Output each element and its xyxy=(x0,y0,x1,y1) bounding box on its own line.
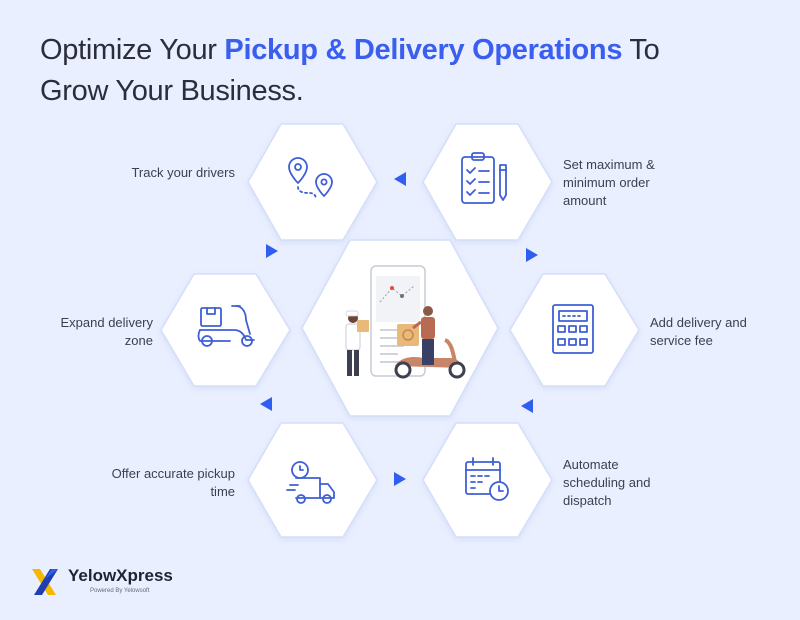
feature-fee-line-1: Add delivery and xyxy=(650,315,747,330)
yelowxpress-logo xyxy=(32,569,58,595)
feature-auto-line-1: Automate xyxy=(563,457,619,472)
feature-order-line-2: minimum order xyxy=(563,175,650,190)
feature-zone-line-2: zone xyxy=(124,333,153,348)
feature-auto-line-3: dispatch xyxy=(563,493,612,508)
arrow-right-tr xyxy=(526,248,538,262)
page-title: Optimize Your Pickup & Delivery Operatio… xyxy=(40,30,740,112)
feature-order-line-3: amount xyxy=(563,193,607,208)
brand-name: YelowXpress xyxy=(68,566,173,585)
feature-order-amount: Set maximum & minimum order amount xyxy=(563,156,703,210)
feature-pickup-line-1: Offer accurate pickup xyxy=(111,466,235,481)
title-highlight: Pickup & Delivery Operations xyxy=(224,34,623,66)
arrow-left-br xyxy=(521,399,533,413)
arrow-right-bottom xyxy=(394,472,406,486)
brand-tagline: Powered By Yelowsoft xyxy=(90,588,150,594)
arrow-right-tl xyxy=(266,244,278,258)
hex-fee xyxy=(509,273,640,387)
hex-track xyxy=(247,123,378,241)
calculator-icon xyxy=(552,304,594,354)
feature-fee-line-2: service fee xyxy=(650,333,713,348)
feature-track-drivers: Track your drivers xyxy=(95,164,235,182)
feature-zone-line-1: Expand delivery xyxy=(60,315,154,330)
feature-auto-line-2: scheduling and xyxy=(563,475,651,490)
feature-track-text: Track your drivers xyxy=(131,165,235,180)
hex-pickup xyxy=(247,422,378,538)
feature-pickup-time: Offer accurate pickup time xyxy=(75,465,235,501)
feature-delivery-zone: Expand delivery zone xyxy=(13,314,154,350)
title-prefix: Optimize Your xyxy=(40,34,225,66)
feature-order-line-1: Set maximum & xyxy=(563,157,655,172)
delivery-truck-clock-icon xyxy=(286,461,335,504)
arrow-left-top xyxy=(394,172,406,186)
feature-pickup-line-2: time xyxy=(210,484,235,499)
map-pins-icon xyxy=(288,157,333,200)
feature-automate-scheduling: Automate scheduling and dispatch xyxy=(563,456,703,510)
delivery-illustration xyxy=(345,265,466,379)
calendar-clock-icon xyxy=(465,457,509,501)
scooter-parcel-icon xyxy=(197,305,255,347)
title-line-2: Grow Your Business. xyxy=(40,75,304,107)
hex-auto xyxy=(422,422,553,538)
clipboard-checklist-icon xyxy=(461,152,507,204)
arrow-left-bl xyxy=(260,397,272,411)
title-suffix: To xyxy=(622,34,660,66)
feature-delivery-fee: Add delivery and service fee xyxy=(650,314,790,350)
